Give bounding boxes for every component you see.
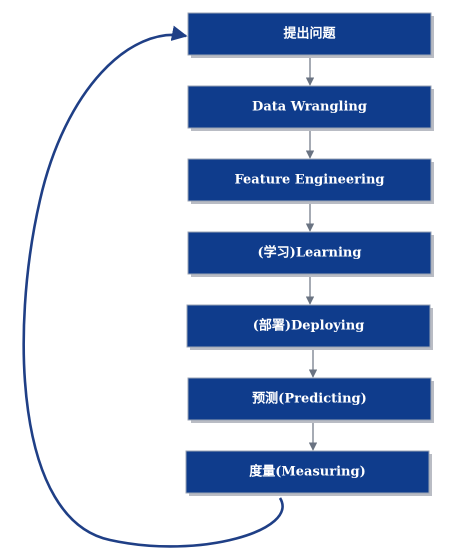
step-label-3: Feature Engineering <box>234 173 384 188</box>
step-box-7: 度量(Measuring) <box>185 450 432 496</box>
step-box-3: Feature Engineering <box>187 158 434 204</box>
feedback-loop-arrow <box>22 25 284 548</box>
step-label-5: (部署)Deploying <box>253 318 365 334</box>
connector-arrows <box>305 57 318 451</box>
step-label-4: (学习)Learning <box>258 245 362 261</box>
step-box-4: (学习)Learning <box>187 231 434 277</box>
step-label-1: 提出问题 <box>283 26 336 42</box>
step-label-2: Data Wrangling <box>252 100 367 115</box>
step-box-1: 提出问题 <box>187 12 434 58</box>
step-box-6: 预测(Predicting) <box>187 377 434 423</box>
step-label-7: 度量(Measuring) <box>249 464 366 480</box>
step-label-6: 预测(Predicting) <box>252 391 367 407</box>
step-box-5: (部署)Deploying <box>186 304 433 350</box>
step-box-2: Data Wrangling <box>187 85 434 131</box>
